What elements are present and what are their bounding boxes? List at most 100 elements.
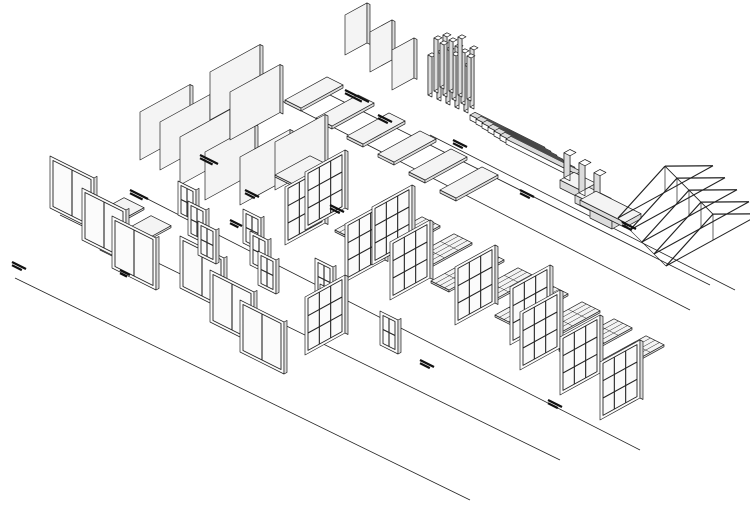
glazed-roof-slab-grid-line — [440, 241, 459, 251]
door-frame-inner-frame — [242, 304, 282, 370]
label-text-bar — [11, 264, 23, 272]
partition-panel-edge — [366, 2, 371, 45]
curtain-wall-transom — [562, 353, 598, 374]
annotation-label — [244, 189, 260, 200]
label-text-bar — [244, 189, 260, 198]
column — [457, 34, 467, 98]
curtain-wall-edge — [429, 219, 434, 280]
window-unit-inner-frame — [260, 255, 274, 290]
guide-line — [429, 134, 736, 291]
curtain-wall-transom — [307, 313, 343, 334]
curtain-wall-edge — [639, 339, 644, 400]
annotation-label — [452, 139, 468, 150]
label-text-bar — [229, 222, 239, 229]
column-face — [433, 35, 439, 92]
floor-slab-top — [408, 148, 468, 181]
annotation-label — [129, 189, 149, 201]
label-text-bar — [329, 207, 341, 215]
column-top — [442, 32, 452, 38]
truss-rafter — [665, 213, 714, 267]
annotation-label — [119, 269, 131, 278]
label-text-bar — [377, 117, 389, 125]
column-face — [466, 53, 472, 100]
column-top — [460, 48, 470, 54]
window-unit-edge — [397, 318, 402, 355]
label-text-bar — [621, 221, 637, 230]
label-text-bar — [199, 154, 219, 165]
window-unit-transom — [260, 269, 274, 276]
truss-ridge — [688, 189, 702, 203]
curtain-wall-edge — [344, 149, 349, 210]
column-face — [448, 37, 454, 92]
column — [433, 35, 443, 94]
truss-purlin — [641, 241, 655, 255]
floor-slab-top — [377, 130, 437, 163]
curtain-wall — [559, 314, 604, 396]
truss-rafter — [641, 189, 690, 243]
foundation-slab — [579, 190, 642, 228]
curtain-wall — [304, 274, 349, 356]
curtain-wall-transom — [602, 361, 638, 382]
curtain-wall — [389, 219, 434, 301]
curtain-wall-face — [599, 339, 641, 421]
column-top — [448, 37, 458, 43]
truss-ridge — [700, 201, 714, 215]
door-frame-inner-frame — [212, 274, 252, 340]
truss-bottom-chord — [653, 201, 750, 255]
annotation-label — [11, 261, 27, 272]
partition-panel-edge — [413, 37, 418, 80]
annotation-label — [419, 359, 435, 370]
curtain-wall-transom — [522, 328, 558, 349]
guide-line — [14, 277, 471, 501]
curtain-wall — [599, 339, 644, 421]
curtain-wall-transom — [562, 336, 598, 357]
truss-bottom-chord — [629, 177, 726, 231]
truss-bottom-chord — [665, 219, 750, 267]
window-unit — [197, 220, 220, 265]
partition-panel — [369, 19, 396, 73]
window-unit — [379, 310, 402, 355]
label-text-bar — [119, 272, 128, 278]
truss-rafter — [629, 177, 678, 231]
column — [448, 37, 458, 94]
door-frame-inner-frame — [114, 220, 154, 286]
partition-panel-face — [344, 2, 368, 56]
window-unit-inner-frame — [382, 315, 396, 350]
annotation-label — [519, 189, 535, 200]
curtain-wall — [519, 289, 564, 371]
window-unit-edge — [275, 258, 280, 295]
curtain-wall — [454, 244, 499, 326]
label-text-bar — [119, 269, 131, 276]
column-top — [439, 40, 449, 46]
floor-slab — [377, 130, 437, 166]
curtain-wall-face — [304, 274, 346, 356]
truss-purlin — [629, 229, 643, 243]
truss-bottom-chord — [617, 165, 714, 219]
label-text-bar — [129, 189, 149, 200]
truss-ridge — [676, 177, 690, 191]
partition-panel-face — [369, 19, 393, 73]
column-face — [427, 52, 433, 96]
curtain-wall-edge — [494, 244, 499, 305]
label-text-bar — [621, 224, 633, 232]
label-text-bar — [344, 92, 363, 103]
label-text-bar — [199, 157, 214, 166]
annotation-label — [329, 204, 345, 215]
column-top — [469, 45, 479, 51]
wall-panel — [229, 64, 284, 141]
curtain-wall-edge — [344, 274, 349, 335]
window-unit-transom — [317, 276, 331, 283]
annotation-label — [377, 114, 393, 125]
curtain-wall-face — [454, 244, 496, 326]
label-text-bar — [452, 142, 464, 150]
door-frame-edge — [155, 236, 160, 291]
column-face — [457, 34, 463, 96]
annotation-label — [547, 399, 563, 410]
curtain-wall-transom — [602, 378, 638, 399]
footing-pedestal-top — [563, 149, 577, 157]
curtain-wall-transom — [522, 311, 558, 332]
truss-purlin — [653, 253, 667, 267]
partition-panel — [344, 2, 371, 56]
column-face — [439, 40, 445, 88]
curtain-wall-transom — [392, 258, 428, 279]
